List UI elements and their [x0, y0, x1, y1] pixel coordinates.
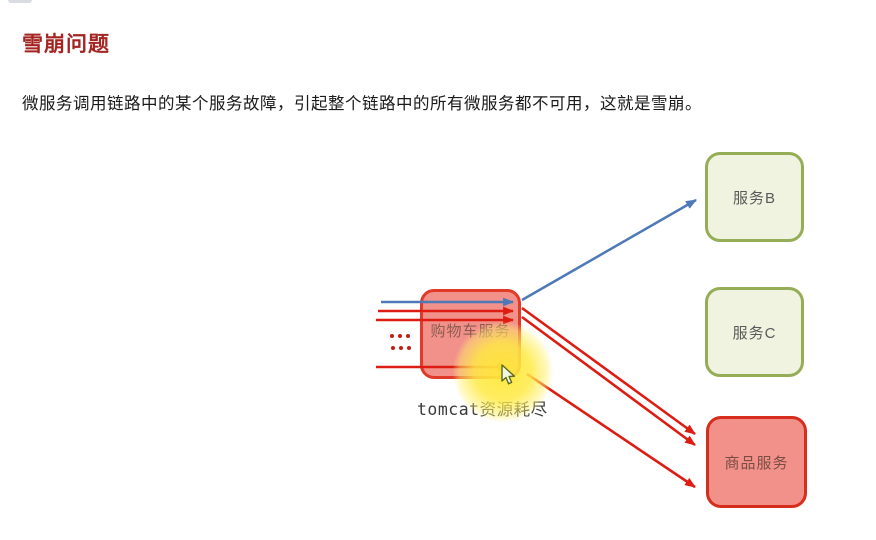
slide-description: 微服务调用链路中的某个服务故障，引起整个链路中的所有微服务都不可用，这就是雪崩。: [22, 95, 702, 113]
call-arrow-to-product-1: [521, 306, 696, 436]
node-product-service: 商品服务: [706, 416, 807, 508]
node-service-b-label: 服务B: [732, 189, 776, 207]
call-arrow-to-product-3: [526, 372, 696, 489]
call-arrow-to-product-2: [521, 315, 696, 447]
page-title: 雪崩问题: [22, 33, 110, 56]
more-requests-ellipsis-icon: [390, 334, 411, 350]
node-service-c: 服务C: [705, 287, 804, 377]
node-cart-service-label: 购物车服务: [430, 322, 511, 340]
node-service-c-label: 服务C: [732, 324, 777, 342]
tomcat-exhausted-annotation: tomcat资源耗尽: [417, 400, 548, 419]
call-arrow-to-service-b: [521, 198, 697, 302]
node-service-b: 服务B: [705, 152, 804, 242]
node-product-service-label: 商品服务: [724, 454, 789, 472]
screen-edge-artifact: [8, 0, 32, 3]
node-cart-service: 购物车服务: [420, 289, 521, 379]
